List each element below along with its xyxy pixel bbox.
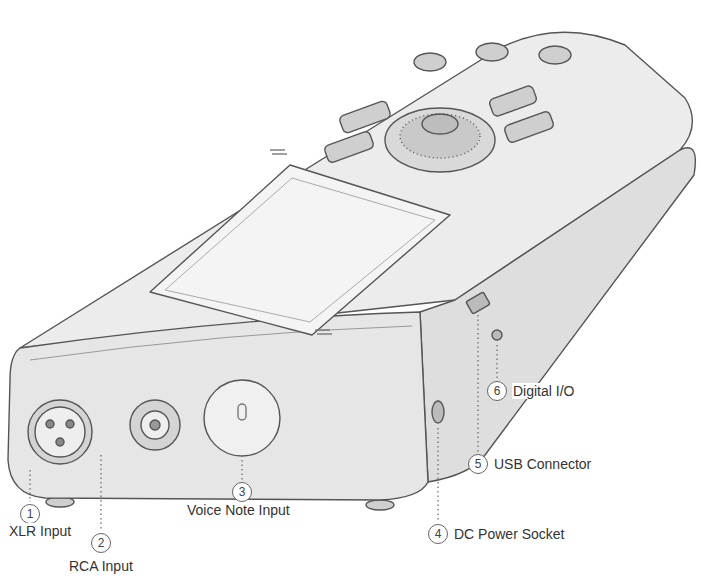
callout-number: 4 xyxy=(435,528,442,540)
callout-number: 3 xyxy=(239,486,246,498)
callout-number: 1 xyxy=(27,508,34,520)
part-name: USB Connector xyxy=(493,456,592,472)
part-name: Voice Note Input xyxy=(186,502,291,518)
part-name: DC Power Socket xyxy=(453,526,565,542)
callout-circle: 5 xyxy=(468,454,488,474)
callout-number: 2 xyxy=(98,537,105,549)
part-name: XLR Input xyxy=(8,523,72,539)
callout-circle: 2 xyxy=(91,533,111,553)
part-name: Digital I/O xyxy=(512,383,575,399)
callout-circle: 6 xyxy=(487,381,507,401)
callout-circle: 3 xyxy=(232,482,252,502)
callout-number: 5 xyxy=(475,458,482,470)
callout-number: 6 xyxy=(494,385,501,397)
callout-circle: 4 xyxy=(428,524,448,544)
part-name: RCA Input xyxy=(68,558,134,574)
callout-circle: 1 xyxy=(20,504,40,524)
